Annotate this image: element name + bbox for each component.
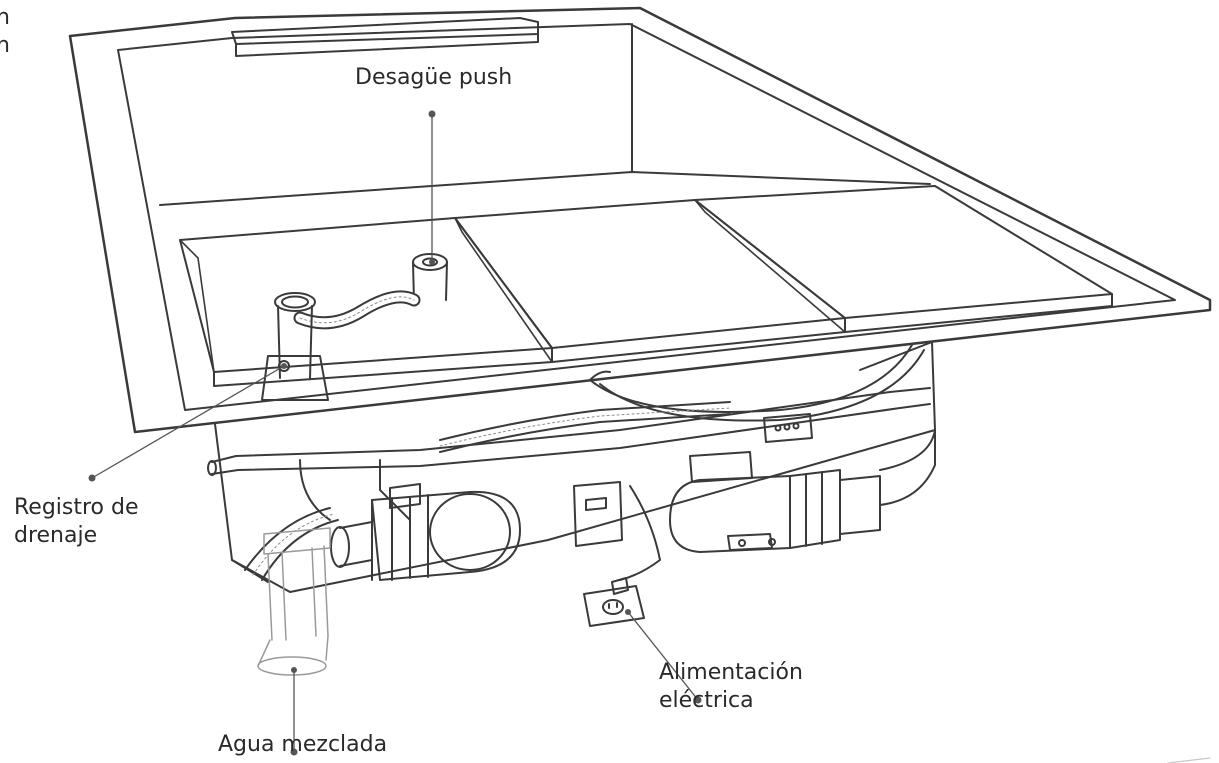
tub-body	[214, 341, 936, 593]
floor-panel-right	[694, 185, 1113, 319]
control-box	[763, 413, 813, 443]
label-registro-line2: drenaje	[14, 523, 98, 548]
right-pump	[669, 429, 936, 553]
callout-leaders	[91, 113, 699, 753]
label-desague-push: Desagüe push	[355, 65, 513, 90]
power-outlet	[583, 585, 645, 627]
floor-panel-middle	[454, 199, 846, 349]
label-alimentacion-electrica: Alimentación eléctrica	[659, 659, 803, 715]
label-registro-line1: Registro de	[14, 495, 139, 520]
tub-inner-rim	[117, 23, 1176, 411]
plumbing-pipes	[207, 344, 931, 521]
tub-outer-rim	[68, 6, 1212, 434]
corner-mark	[1167, 757, 1211, 763]
corner-text-fragment-2: n	[0, 33, 10, 58]
label-alim-line2: eléctrica	[659, 688, 754, 713]
drain-pipe	[261, 292, 329, 401]
tub-headrest	[231, 17, 539, 45]
label-agua-mezclada: Agua mezclada	[218, 732, 388, 757]
mixed-water-inlet	[257, 527, 331, 676]
label-alim-line1: Alimentación	[659, 660, 803, 685]
callout-dots	[88, 110, 702, 756]
label-registro-drenaje: Registro de drenaje	[14, 494, 139, 550]
central-bracket	[573, 481, 623, 547]
corrugated-hoses	[244, 401, 731, 581]
tub-floor-back	[159, 171, 931, 206]
corner-text-fragment-1: n	[0, 5, 10, 30]
floor-panel-left	[179, 217, 553, 373]
left-pump	[330, 483, 521, 581]
